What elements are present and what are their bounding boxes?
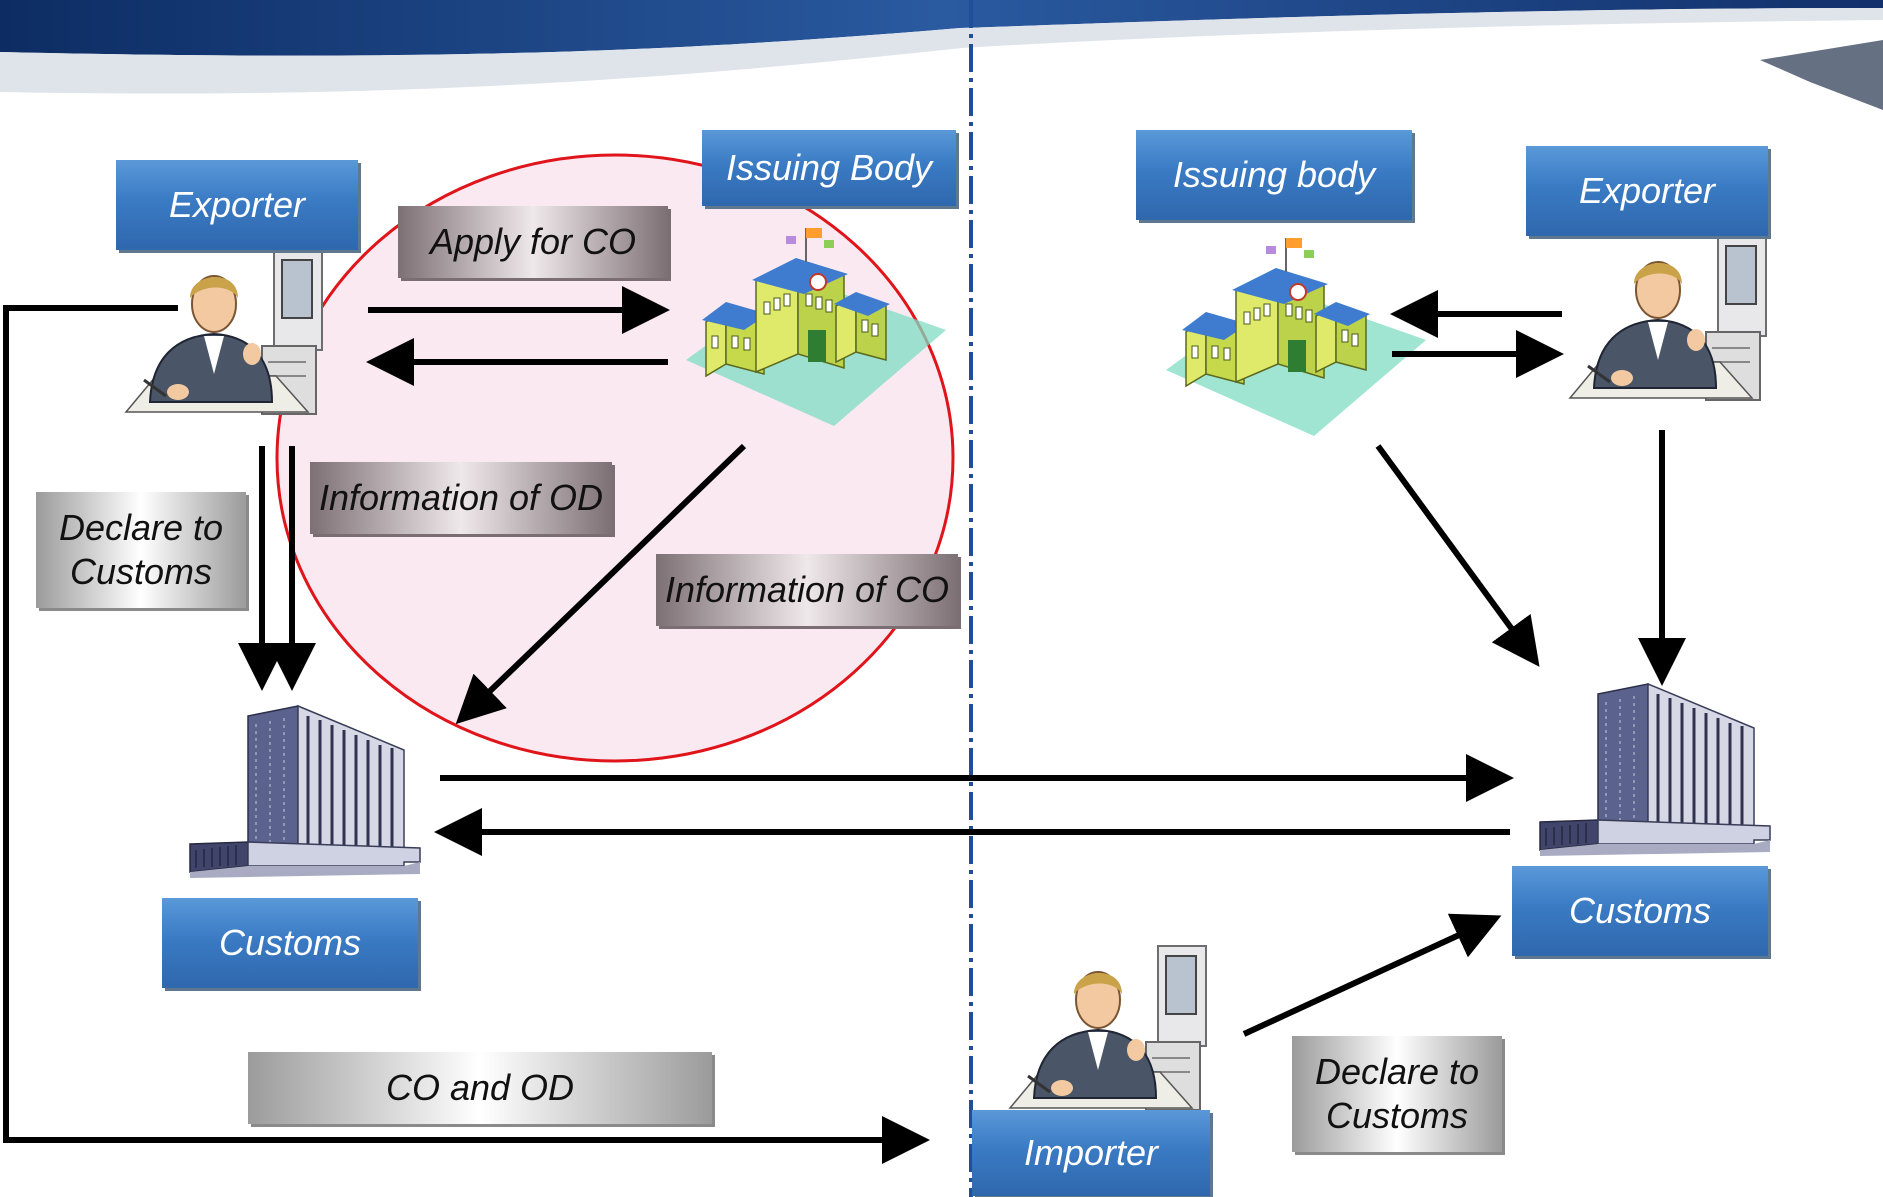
person-at-computer-icon [1568, 234, 1768, 402]
information-of-co-label: Information of CO [656, 554, 958, 626]
person-at-computer-icon [124, 248, 324, 416]
customs-right-label: Customs [1512, 866, 1768, 956]
exporter-left-label: Exporter [116, 160, 358, 250]
declare-to-customs-left-label: Declare to Customs [36, 492, 246, 608]
arrow-issuing-body-to-customs [455, 443, 747, 725]
apply-for-co-label: Apply for CO [398, 206, 668, 278]
exporter-right-label: Exporter [1526, 146, 1768, 236]
school-building-icon [1165, 237, 1427, 437]
information-of-od-label: Information of OD [310, 462, 612, 534]
office-tower-icon [188, 704, 422, 880]
person-at-computer-icon [1008, 944, 1208, 1112]
customs-left-label: Customs [162, 898, 418, 988]
issuing-body-left-label: Issuing Body [702, 130, 956, 206]
importer-label: Importer [972, 1110, 1210, 1196]
arrow-importer-to-customs [1242, 913, 1502, 1037]
arrow-exporter-to-importer [3, 305, 930, 1164]
header-banner [0, 0, 1883, 110]
declare-to-customs-right-label: Declare to Customs [1292, 1036, 1502, 1152]
arrow-issuing-body-r-to-customs [1375, 444, 1540, 667]
issuing-body-right-label: Issuing body [1136, 130, 1412, 220]
flow-arrows [3, 286, 1686, 1164]
co-and-od-label: CO and OD [248, 1052, 712, 1124]
office-tower-icon [1538, 682, 1772, 858]
